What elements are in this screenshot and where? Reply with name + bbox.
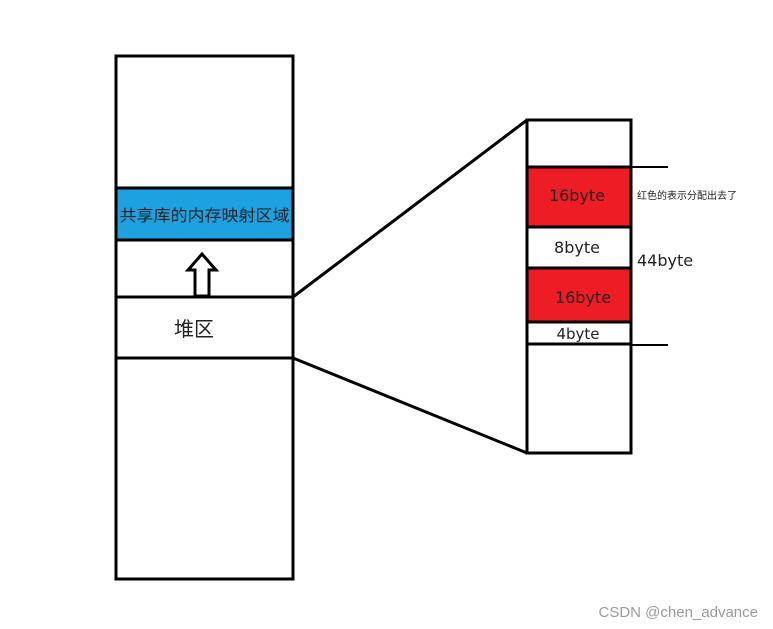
shared-lib-label: 共享库的内存映射区域 xyxy=(120,206,290,225)
block-label-1: 16byte xyxy=(549,186,605,205)
legend-note: 红色的表示分配出去了 xyxy=(637,189,737,202)
block-label-2: 8byte xyxy=(554,238,600,257)
heap-region xyxy=(114,295,295,360)
block-label-4: 4byte xyxy=(556,325,599,343)
block-free-2 xyxy=(525,320,633,346)
block-free-1 xyxy=(525,225,633,270)
zoom-line-bottom xyxy=(292,356,528,455)
zoom-line-top xyxy=(292,118,528,299)
heap-label: 堆区 xyxy=(174,317,214,341)
block-allocated-2 xyxy=(525,266,633,324)
total-size-label: 44byte xyxy=(637,251,693,270)
shared-lib-region xyxy=(114,186,295,242)
watermark: CSDN @chen_advance xyxy=(599,604,758,621)
block-label-3: 16byte xyxy=(555,288,611,307)
